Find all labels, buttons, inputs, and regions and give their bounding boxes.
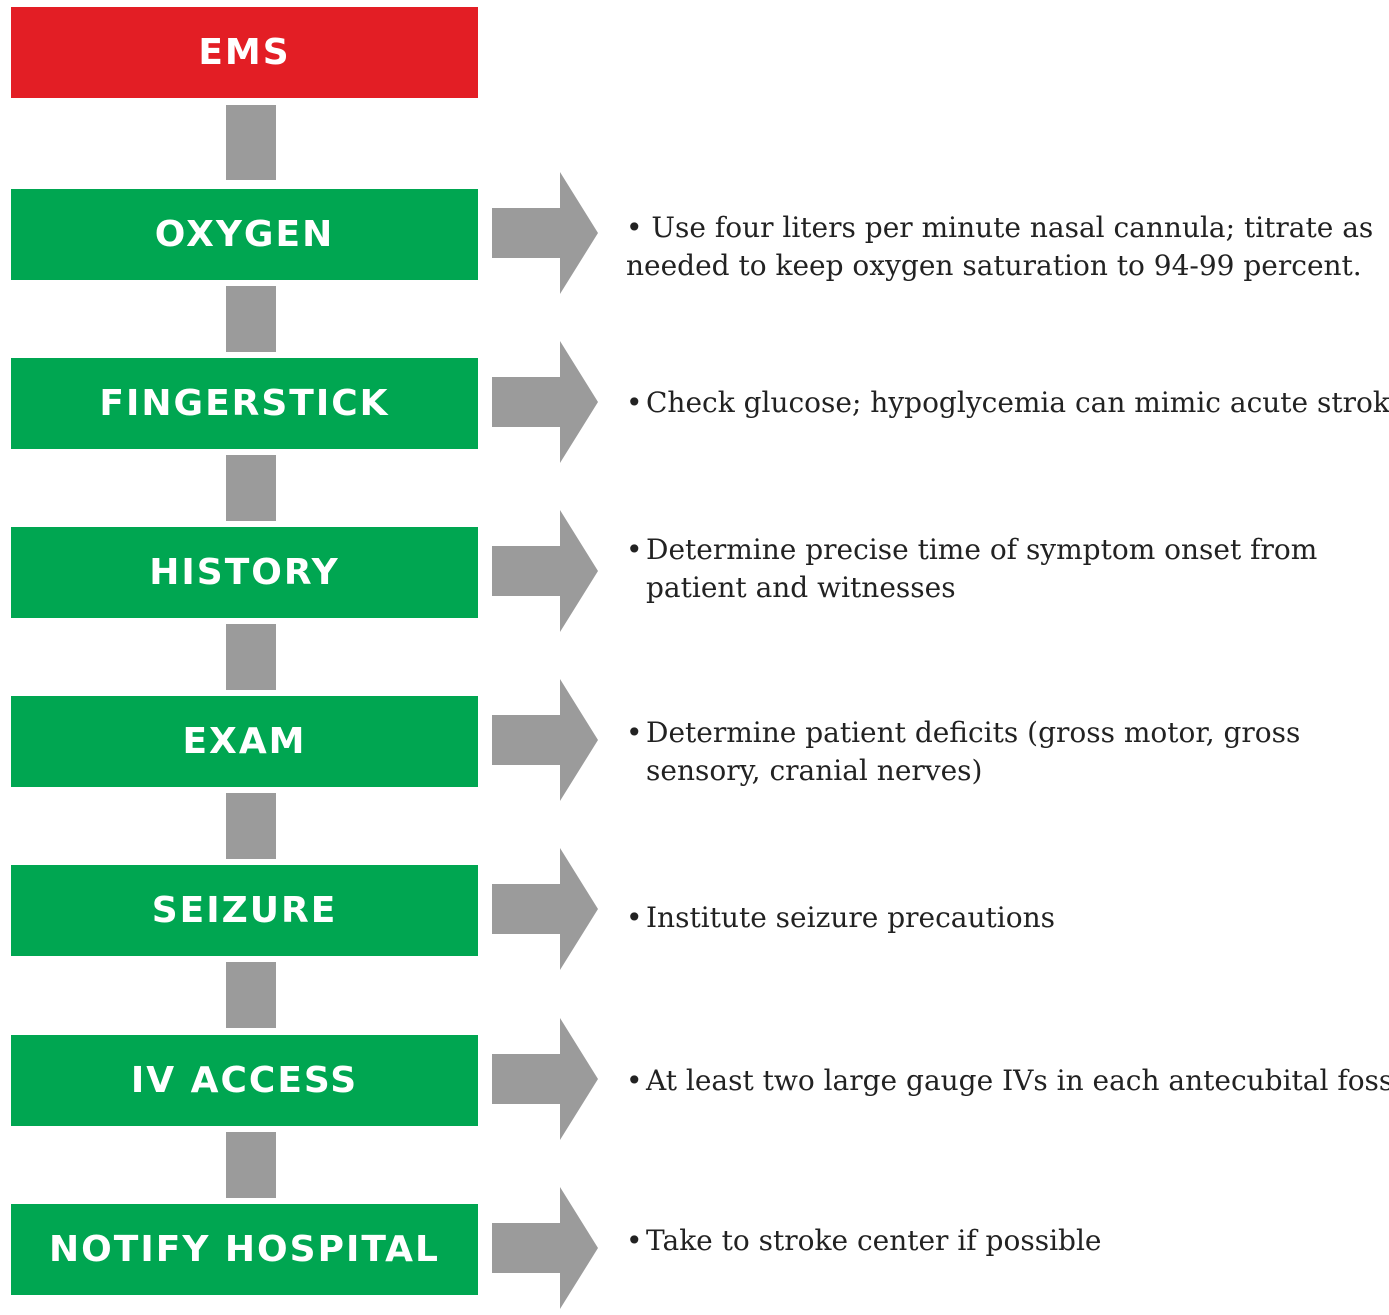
step-label: NOTIFY HOSPITAL [49,1229,440,1270]
bullet-glyph: • [626,211,643,244]
description-text: At least two large gauge IVs in each ant… [646,1064,1389,1097]
step-description-iv-access: • At least two large gauge IVs in each a… [626,1062,1389,1100]
bullet-glyph: • [626,386,643,419]
connector-seizure-ivaccess [226,962,276,1028]
step-label: OXYGEN [154,214,335,255]
step-description-seizure: • Institute seizure precautions [626,899,1386,937]
step-box-exam: EXAM [11,696,478,787]
description-text: Determine patient deficits (gross motor,… [646,716,1301,787]
step-description-notify-hospital: • Take to stroke center if possible [626,1222,1386,1260]
description-text: Take to stroke center if possible [646,1224,1102,1257]
arrow-right-icon [492,679,598,801]
arrow-right-icon [492,1018,598,1140]
description-text: Determine precise time of symptom onset … [646,533,1318,604]
bullet-glyph: • [626,716,643,749]
step-box-fingerstick: FINGERSTICK [11,358,478,449]
step-description-fingerstick: • Check glucose; hypoglycemia can mimic … [626,384,1389,422]
step-description-history: • Determine precise time of symptom onse… [626,531,1326,607]
description-text: Institute seizure precautions [646,901,1055,934]
connector-history-exam [226,624,276,690]
bullet-glyph: • [626,901,643,934]
connector-fingerstick-history [226,455,276,521]
step-label: FINGERSTICK [99,383,390,424]
description-text: Use four liters per minute nasal cannula… [626,211,1374,282]
step-box-history: HISTORY [11,527,478,618]
description-text: Check glucose; hypoglycemia can mimic ac… [646,386,1389,419]
connector-ems-oxygen [226,105,276,180]
step-box-oxygen: OXYGEN [11,189,478,280]
step-label: EXAM [182,721,307,762]
step-box-notify-hospital: NOTIFY HOSPITAL [11,1204,478,1295]
connector-oxygen-fingerstick [226,286,276,352]
ems-box: EMS [11,7,478,98]
bullet-glyph: • [626,1064,643,1097]
step-label: HISTORY [149,552,340,593]
step-box-iv-access: IV ACCESS [11,1035,478,1126]
step-description-oxygen: • Use four liters per minute nasal cannu… [626,209,1386,285]
connector-ivaccess-notify [226,1132,276,1198]
arrow-right-icon [492,1187,598,1309]
bullet-glyph: • [626,533,643,566]
step-description-exam: • Determine patient deficits (gross moto… [626,714,1386,790]
arrow-right-icon [492,848,598,970]
arrow-right-icon [492,172,598,294]
arrow-right-icon [492,510,598,632]
connector-exam-seizure [226,793,276,859]
bullet-glyph: • [626,1224,643,1257]
step-box-seizure: SEIZURE [11,865,478,956]
ems-label: EMS [198,32,291,73]
step-label: IV ACCESS [130,1060,359,1101]
step-label: SEIZURE [151,890,338,931]
arrow-right-icon [492,341,598,463]
